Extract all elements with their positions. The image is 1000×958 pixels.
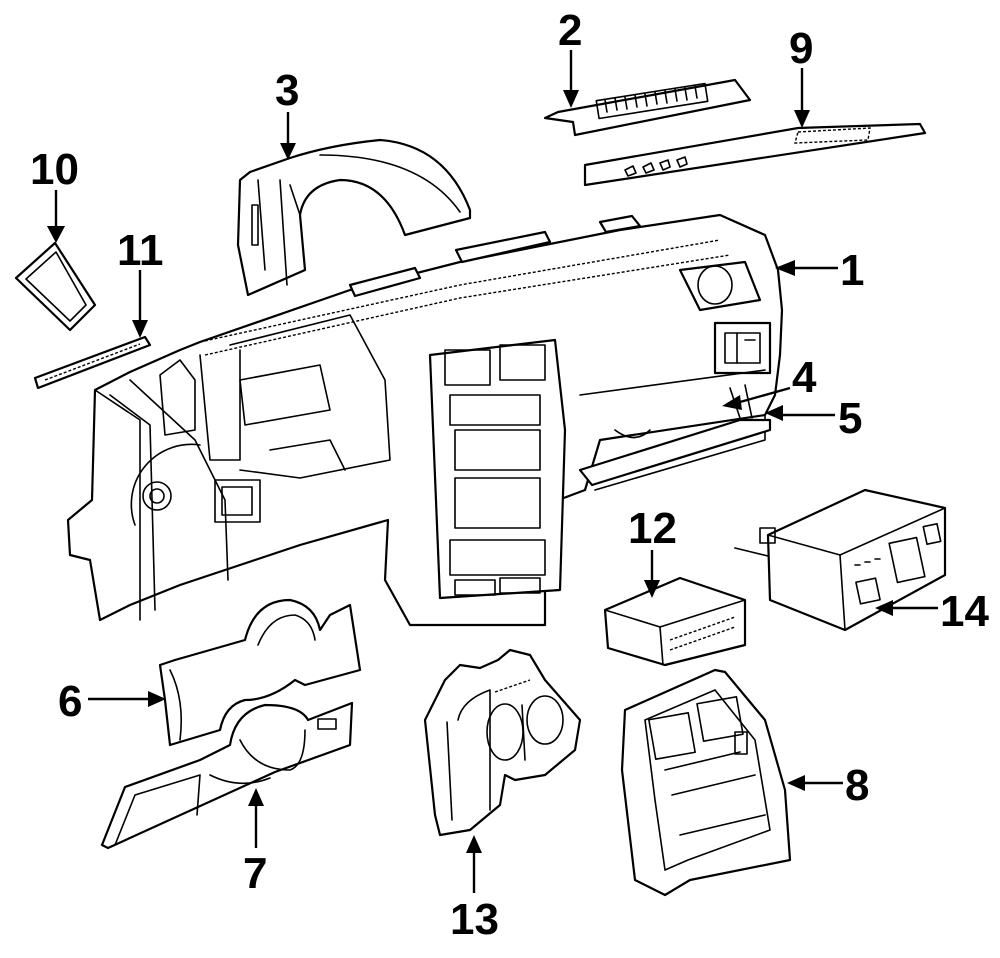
lower-knee-bolster-trim[interactable] (100, 701, 354, 850)
side-defroster-trim[interactable] (33, 335, 152, 390)
center-bezel[interactable] (620, 668, 792, 897)
callout-label-5: 5 (838, 394, 862, 443)
callout-label-1: 1 (840, 246, 864, 295)
callout-1: 1 (775, 246, 864, 295)
callout-label-13: 13 (450, 895, 499, 944)
callout-label-12: 12 (628, 504, 677, 553)
callout-6: 6 (58, 677, 166, 726)
instrument-cluster-housing[interactable] (423, 648, 582, 837)
callout-label-11: 11 (117, 226, 164, 275)
callout-13: 13 (450, 835, 499, 944)
upper-steering-column-cover[interactable] (158, 598, 362, 747)
callout-label-4: 4 (792, 353, 817, 402)
callout-label-14: 14 (940, 587, 989, 636)
speaker-defrost-panel[interactable] (583, 122, 927, 187)
callout-7: 7 (243, 788, 267, 898)
callout-14: 14 (875, 587, 989, 636)
callout-5: 5 (765, 394, 862, 443)
callout-3: 3 (275, 66, 299, 160)
side-vent-bezel[interactable] (14, 241, 97, 332)
callout-12: 12 (628, 504, 677, 598)
callout-label-3: 3 (275, 66, 299, 115)
instrument-panel[interactable] (66, 213, 784, 627)
callout-label-2: 2 (558, 6, 582, 55)
callout-8: 8 (787, 761, 869, 810)
callout-9: 9 (789, 24, 813, 128)
defroster-grille[interactable] (543, 78, 752, 137)
callout-label-9: 9 (789, 24, 813, 73)
climate-control-unit[interactable] (734, 488, 947, 632)
callout-label-7: 7 (243, 849, 267, 898)
callout-10: 10 (30, 145, 79, 243)
callout-2: 2 (558, 6, 582, 108)
callout-11: 11 (117, 226, 164, 338)
callout-4: 4 (722, 353, 817, 410)
callout-label-6: 6 (58, 677, 82, 726)
radio[interactable] (603, 576, 747, 667)
callout-label-8: 8 (845, 761, 869, 810)
callout-label-10: 10 (30, 145, 79, 194)
cluster-hood-bezel[interactable] (236, 138, 472, 297)
